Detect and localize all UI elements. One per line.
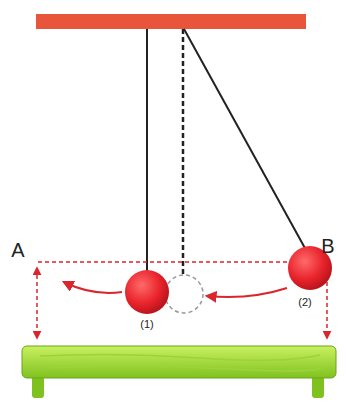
height-arrow [36, 268, 38, 338]
motion-arrow [64, 282, 122, 293]
position-label: (2) [298, 297, 311, 308]
string [146, 29, 148, 272]
point-label: A [11, 240, 24, 260]
ceiling-bar [36, 14, 306, 29]
table-leg [32, 376, 44, 398]
table-top [22, 346, 336, 378]
wood-grain [40, 354, 325, 371]
position-label: (1) [140, 319, 153, 330]
rest-string [182, 29, 185, 274]
point-label: B [321, 236, 334, 256]
table-leg [312, 376, 324, 398]
height-line [38, 261, 328, 263]
string [184, 29, 306, 250]
pendulum-ball [125, 270, 169, 314]
rest-position [165, 275, 203, 313]
motion-arrow [207, 288, 287, 297]
